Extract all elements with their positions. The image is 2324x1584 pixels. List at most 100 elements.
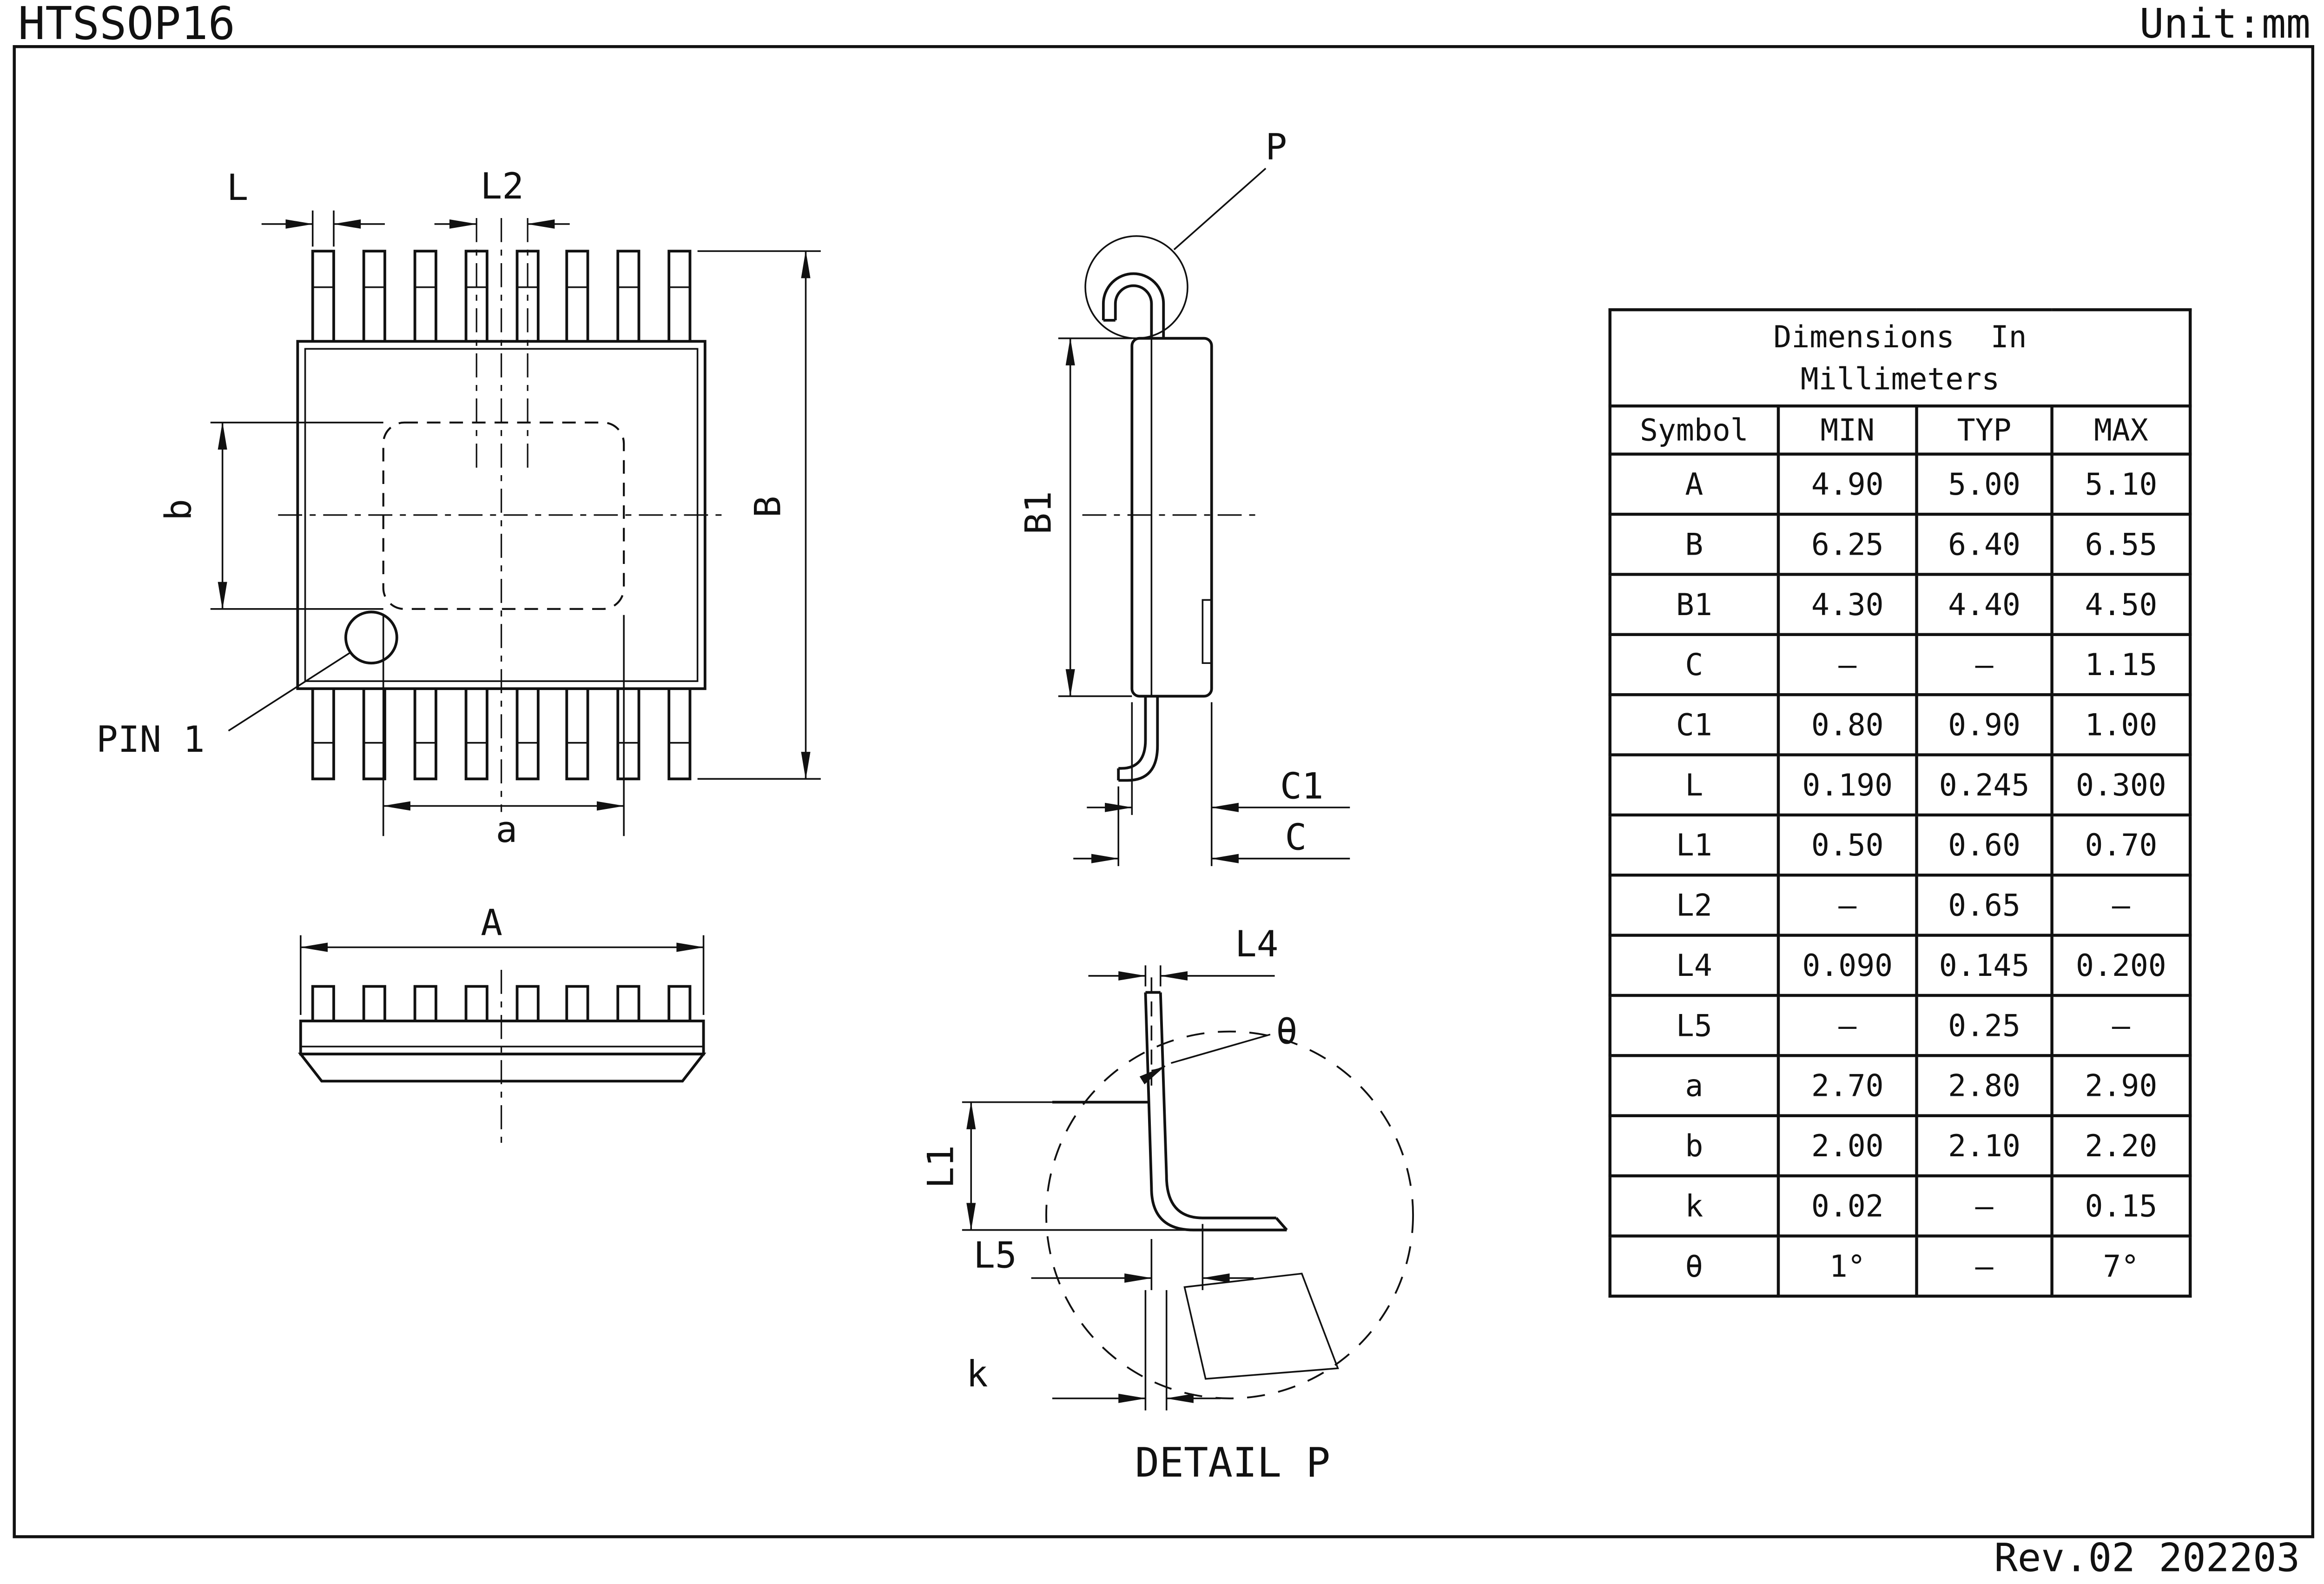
table-cell-max: 0.70 — [2050, 813, 2192, 877]
dim-b1-extension-lines — [1058, 337, 1132, 697]
table-title-line2: Millimeters — [1800, 361, 2000, 397]
side-bottom-lead-outer — [1118, 696, 1159, 782]
table-cell-min: 0.02 — [1776, 1174, 1918, 1238]
bottom-pins — [311, 689, 692, 781]
table-cell-max: 7° — [2050, 1234, 2192, 1298]
side-body-outline — [1130, 337, 1213, 698]
dim-label-b-small: b — [158, 499, 200, 521]
table-title-line1: Dimensions In — [1773, 318, 2027, 355]
detail-ref-label: P — [1265, 126, 1287, 168]
dim-label-l4: L4 — [1235, 923, 1278, 965]
dimension-table: Dimensions In Millimeters Symbol MIN TYP… — [1608, 308, 2192, 1298]
col-header-typ: TYP — [1915, 404, 2053, 456]
table-cell-min: – — [1776, 633, 1918, 696]
table-cell-max: 1.00 — [2050, 693, 2192, 756]
pin1-label: PIN 1 — [96, 719, 205, 761]
dim-label-c: C — [1285, 816, 1307, 858]
front-view: A — [297, 902, 706, 1146]
dim-label-b-big: B — [747, 496, 789, 518]
dim-l4-extension-lines — [1144, 965, 1162, 987]
dim-theta-leader — [1170, 1034, 1271, 1064]
dim-label-a-big: A — [481, 902, 502, 944]
dim-c-extension-lines — [1117, 702, 1213, 866]
table-cell-max: – — [2050, 994, 2192, 1057]
revision-label: Rev.02 202203 — [1994, 1535, 2300, 1581]
table-cell-typ: 0.145 — [1915, 934, 2053, 997]
table-cell-max: – — [2050, 874, 2192, 937]
table-cell-symbol: k — [1608, 1174, 1780, 1238]
table-cell-typ: 6.40 — [1915, 512, 2053, 576]
side-mold-mark — [1202, 599, 1212, 664]
table-cell-typ: 4.40 — [1915, 573, 2053, 636]
table-cell-max: 2.90 — [2050, 1054, 2192, 1117]
table-cell-symbol: B — [1608, 512, 1780, 576]
dim-l1-extension-lines — [962, 1101, 1185, 1231]
dim-l5-extension-lines — [1150, 1224, 1204, 1290]
dim-label-l5: L5 — [973, 1234, 1017, 1276]
table-cell-symbol: L1 — [1608, 813, 1780, 877]
table-cell-symbol: L2 — [1608, 874, 1780, 937]
table-cell-symbol: a — [1608, 1054, 1780, 1117]
table-row: L2–0.65– — [1608, 874, 2192, 937]
dim-label-k: k — [966, 1353, 988, 1395]
side-top-lead-outer — [1102, 272, 1165, 338]
detail-lead-tip-cap — [1275, 1217, 1288, 1231]
detail-p-view: θ L4 L1 L5 k DETAIL P — [920, 923, 1414, 1486]
table-cell-max: 0.15 — [2050, 1174, 2192, 1238]
dim-a-small-extension-lines — [382, 615, 625, 836]
side-bottom-lead-inner — [1118, 696, 1147, 770]
table-cell-typ: – — [1915, 633, 2053, 696]
dim-label-theta: θ — [1276, 1011, 1298, 1053]
table-cell-min: 1° — [1776, 1234, 1918, 1298]
detail-caption: DETAIL P — [1135, 1439, 1331, 1486]
table-cell-max: 6.55 — [2050, 512, 2192, 576]
table-cell-max: 0.200 — [2050, 934, 2192, 997]
pin1-marker — [344, 610, 398, 665]
dim-label-b1: B1 — [1018, 491, 1060, 534]
table-cell-typ: 2.10 — [1915, 1114, 2053, 1178]
table-cell-min: 0.80 — [1776, 693, 1918, 756]
table-cell-min: 0.090 — [1776, 934, 1918, 997]
table-cell-symbol: L4 — [1608, 934, 1780, 997]
front-body-base — [297, 1053, 706, 1083]
side-top-lead-inner — [1114, 284, 1153, 338]
dim-label-l1: L1 — [920, 1145, 962, 1188]
table-cell-symbol: C — [1608, 633, 1780, 696]
table-cell-max: 1.15 — [2050, 633, 2192, 696]
dim-l-extension-lines — [311, 210, 335, 247]
detail-lead-outer — [1144, 992, 1287, 1232]
col-header-symbol: Symbol — [1608, 404, 1780, 456]
table-cell-min: 2.70 — [1776, 1054, 1918, 1117]
table-cell-typ: 2.80 — [1915, 1054, 2053, 1117]
table-cell-typ: – — [1915, 1174, 2053, 1238]
sheet-border — [13, 45, 2314, 1538]
front-lead-stubs — [311, 985, 692, 1021]
table-cell-min: 0.190 — [1776, 753, 1918, 817]
table-cell-symbol: b — [1608, 1114, 1780, 1178]
table-cell-typ: – — [1915, 1234, 2053, 1298]
center-lines — [278, 218, 726, 812]
col-header-min: MIN — [1776, 404, 1918, 456]
table-cell-typ: 5.00 — [1915, 452, 2053, 516]
table-title-row: Dimensions In Millimeters — [1608, 308, 2192, 408]
page-title: HTSSOP16 — [18, 0, 235, 50]
table-header-row: Symbol MIN TYP MAX — [1608, 404, 2192, 456]
table-cell-min: 4.30 — [1776, 573, 1918, 636]
dim-label-c1: C1 — [1280, 765, 1323, 807]
table-row: C––1.15 — [1608, 633, 2192, 696]
detail-callout-circle — [1084, 235, 1188, 339]
table-cell-min: 0.50 — [1776, 813, 1918, 877]
detail-ref-leader — [1173, 167, 1267, 251]
detail-lead-tip-section — [1183, 1273, 1339, 1380]
